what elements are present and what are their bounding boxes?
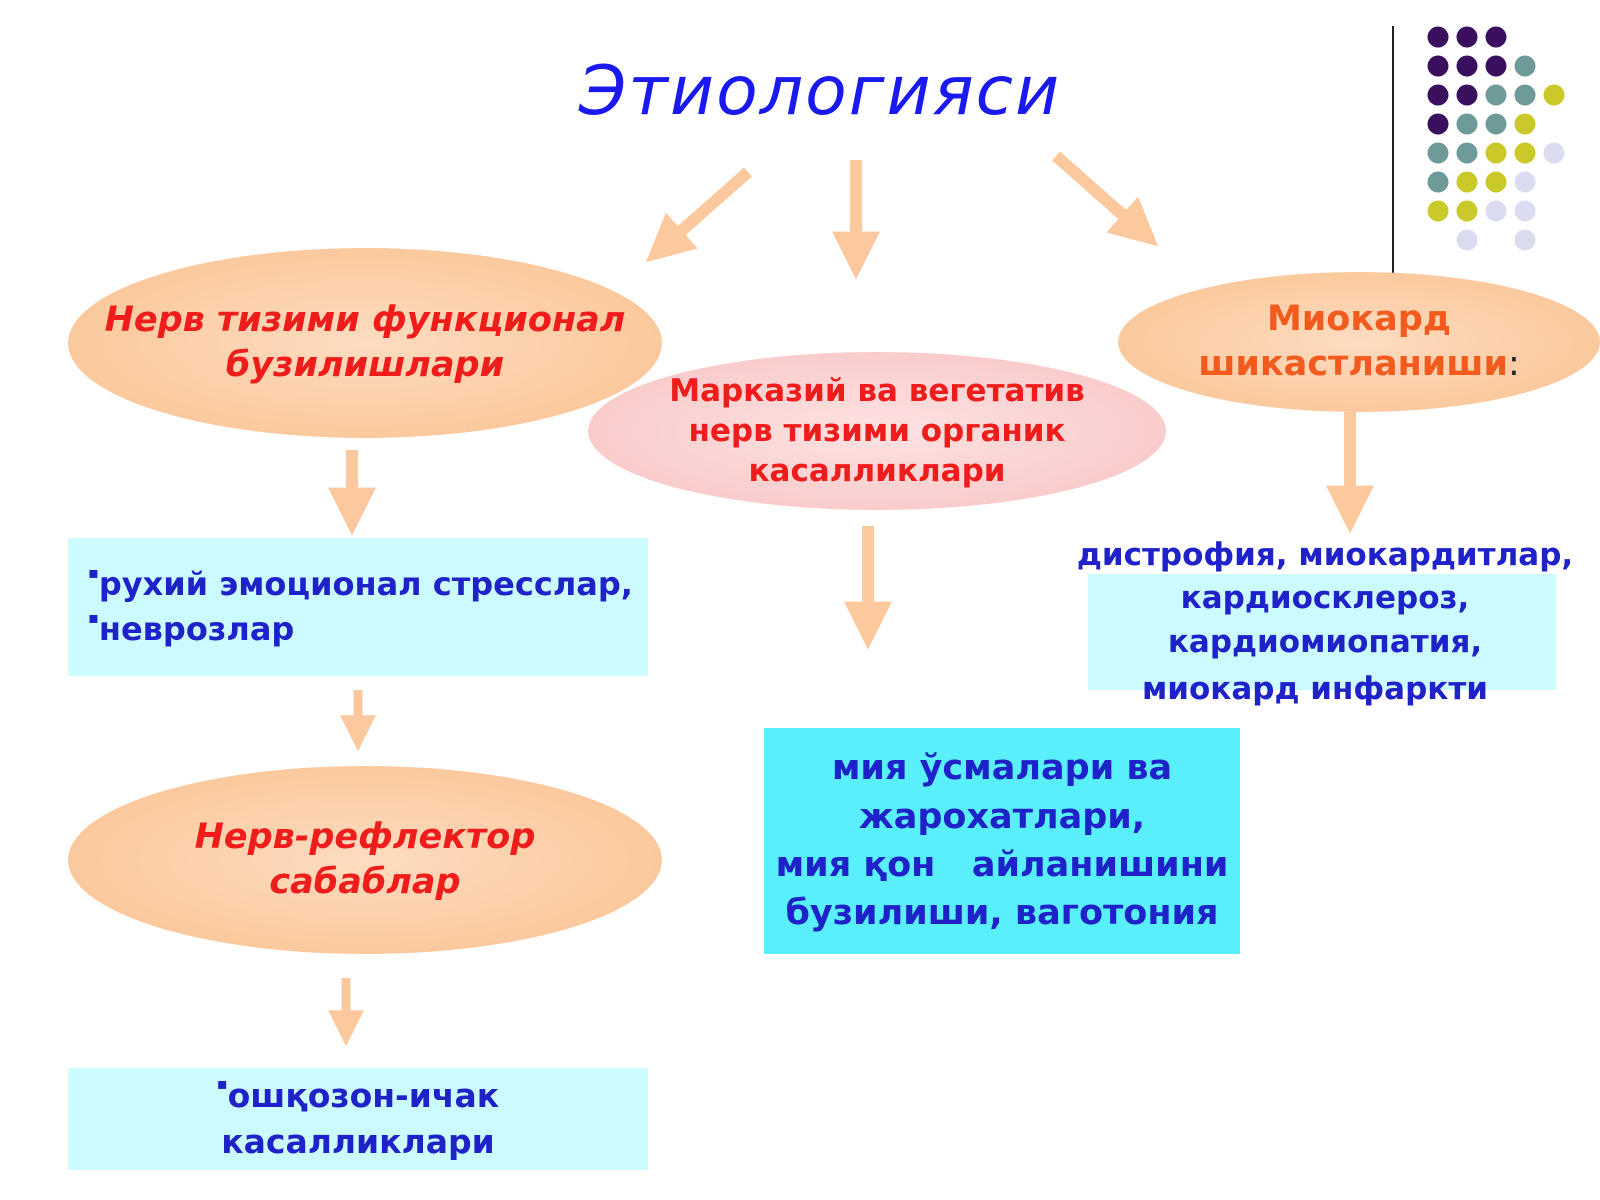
decorative-dot <box>1514 84 1536 106</box>
bullet-icon: ▪ <box>216 1073 228 1093</box>
gi-line-1: ошқозон-ичак <box>227 1075 500 1115</box>
decorative-dot <box>1485 84 1507 106</box>
nerve-functional-line-1: Нерв тизими функционал <box>104 299 626 340</box>
decorative-dot <box>1427 84 1449 106</box>
nerve-functional-line-2: бузилишлари <box>225 345 505 385</box>
central-nervous-line-1: Марказий ва вегетатив <box>669 372 1085 409</box>
decorative-dot <box>1485 171 1507 193</box>
decorative-dot <box>1427 26 1449 48</box>
central-nervous-line-2: нерв тизими органик <box>688 412 1066 449</box>
decorative-dot <box>1456 142 1478 164</box>
decorative-dot <box>1427 113 1449 135</box>
bullet-icon: ▪ <box>88 608 99 627</box>
myocard-diseases-line-2: кардиосклероз, <box>1180 580 1470 617</box>
decorative-dot <box>1427 171 1449 193</box>
decorative-dot <box>1427 200 1449 222</box>
stress-box: ▪рухий эмоционал стресслар, ▪неврозлар <box>68 538 648 676</box>
decorative-dot <box>1456 171 1478 193</box>
myocard-diseases-box-bg <box>1088 574 1556 690</box>
decorative-dot <box>1514 171 1536 193</box>
decorative-dot <box>1456 55 1478 77</box>
arrow-title-to-right <box>1052 151 1159 247</box>
decorative-dot <box>1485 113 1507 135</box>
central-nervous-node: Марказий ва вегетатив нерв тизими органи… <box>588 352 1166 510</box>
decorative-dot <box>1514 142 1536 164</box>
page-title: Этиологияси <box>578 52 1062 131</box>
brain-line-3: мия қон айланишини <box>775 845 1229 885</box>
decorative-dot <box>1427 142 1449 164</box>
decorative-dot-grid <box>1427 26 1565 251</box>
myocard-diseases-text: дистрофия, миокардитлар, кардиосклероз, … <box>1070 534 1580 712</box>
myocard-diseases-line-1: дистрофия, миокардитлар, <box>1076 537 1574 573</box>
reflex-line-2: сабаблар <box>269 862 461 902</box>
decorative-dot <box>1456 200 1478 222</box>
decorative-dot <box>1485 55 1507 77</box>
bullet-icon: ▪ <box>88 563 99 583</box>
brain-line-2: жарохатлари, <box>858 796 1146 837</box>
myocard-suffix: : <box>1507 344 1520 384</box>
decorative-dot <box>1514 229 1536 251</box>
myocard-line-1: Миокард <box>1266 298 1452 339</box>
decorative-dot <box>1485 26 1507 48</box>
decorative-dot <box>1456 229 1478 251</box>
myocard-node: Миокард шикастланиши: <box>1118 272 1600 412</box>
brain-line-4: бузилиши, ваготония <box>785 893 1219 934</box>
myocard-diseases-line-3: кардиомиопатия, <box>1167 623 1483 660</box>
gi-line-2: касалликлари <box>221 1122 495 1161</box>
stress-item: ▪неврозлар <box>88 608 295 648</box>
decorative-dot <box>1456 113 1478 135</box>
decorative-dot <box>1485 142 1507 164</box>
decorative-dot <box>1543 142 1565 164</box>
decorative-dot <box>1514 113 1536 135</box>
decorative-dot <box>1514 200 1536 222</box>
decorative-dot <box>1427 55 1449 77</box>
brain-line-1: мия ўсмалари ва <box>831 748 1173 789</box>
decorative-dot <box>1485 200 1507 222</box>
central-nervous-line-3: касалликлари <box>748 453 1006 490</box>
arrow-title-to-left <box>645 167 752 263</box>
stress-item: ▪рухий эмоционал стресслар, <box>88 563 633 604</box>
decorative-dot <box>1514 55 1536 77</box>
gi-box: ▪ошқозон-ичак касалликлари <box>68 1068 648 1170</box>
myocard-line-2: шикастланиши <box>1198 344 1508 384</box>
reflex-line-1: Нерв-рефлектор <box>194 816 536 857</box>
decorative-dot <box>1456 26 1478 48</box>
decorative-dot <box>1543 84 1565 106</box>
brain-box: мия ўсмалари ва жарохатлари, мия қон айл… <box>764 728 1240 954</box>
nerve-functional-node: Нерв тизими функционал бузилишлари <box>68 248 662 438</box>
myocard-diseases-line-4: миокард инфаркти <box>1141 671 1489 708</box>
decorative-divider <box>1392 26 1394 274</box>
nerve-reflex-node: Нерв-рефлектор сабаблар <box>68 766 662 954</box>
decorative-dot <box>1456 84 1478 106</box>
